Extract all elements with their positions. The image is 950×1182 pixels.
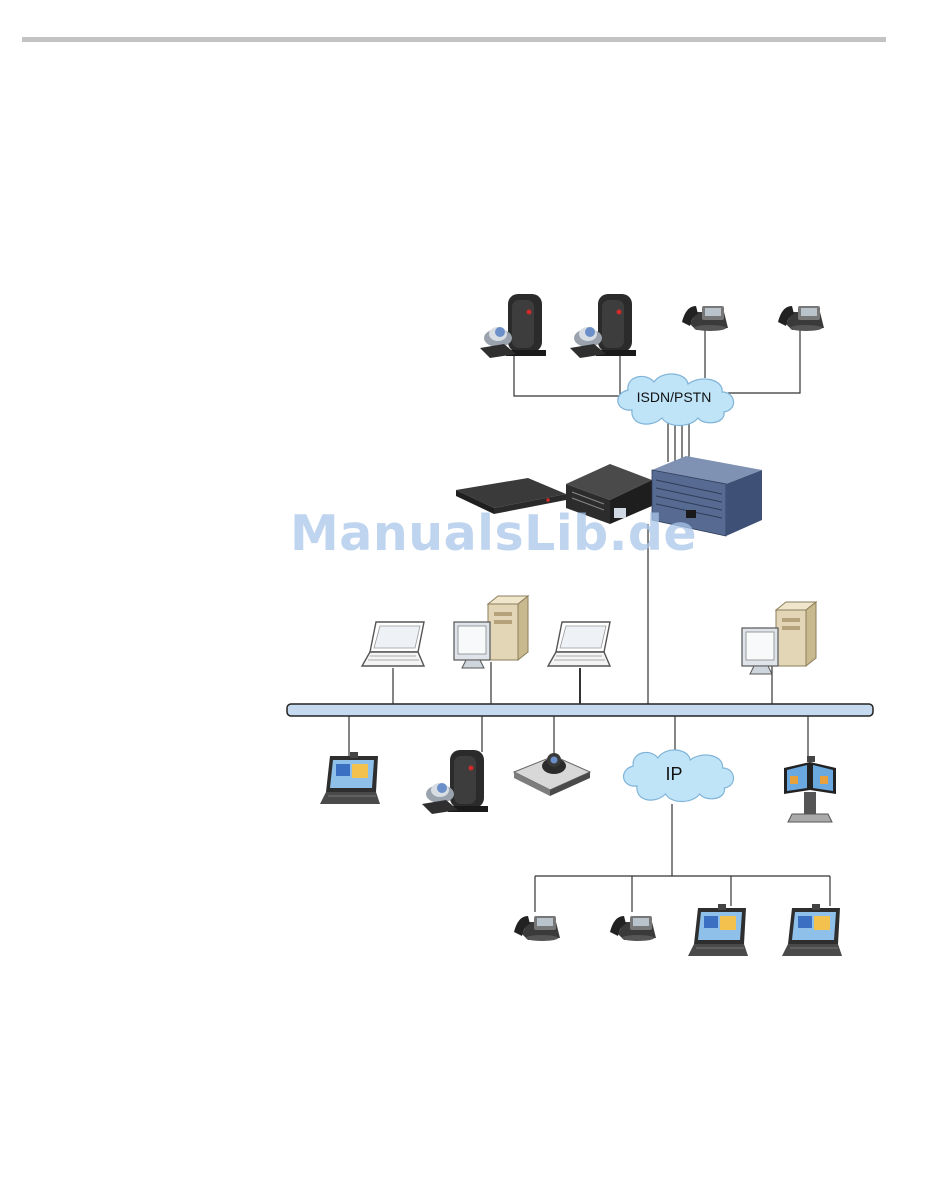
desktop-workstation-icon — [454, 596, 528, 668]
desk-phone-icon — [778, 306, 824, 331]
pstn-cloud-label: ISDN/PSTN — [637, 389, 712, 405]
video-laptop-icon — [782, 904, 842, 956]
telepresence-system-icon — [784, 756, 836, 822]
room-video-system-icon — [570, 294, 636, 358]
room-video-system-icon — [422, 750, 488, 814]
lan-upper-links — [393, 662, 772, 704]
desk-phone-icon — [682, 306, 728, 331]
laptop-icon — [548, 622, 610, 666]
mcu-rack-icon — [456, 456, 762, 536]
room-video-system-icon — [480, 294, 546, 358]
ip-cloud-label: IP — [665, 764, 682, 784]
laptop-icon — [362, 622, 424, 666]
desk-phone-icon — [610, 916, 656, 941]
lan-lower-links — [349, 716, 808, 760]
desk-phone-icon — [514, 916, 560, 941]
ip-branch-links — [535, 804, 830, 912]
lan-bus — [287, 704, 873, 716]
video-laptop-icon — [688, 904, 748, 956]
video-laptop-icon — [320, 752, 380, 804]
desktop-server-icon — [742, 602, 816, 674]
ip-cloud: IP — [624, 750, 734, 802]
codec-camera-icon — [514, 753, 590, 796]
pstn-cloud: ISDN/PSTN — [618, 374, 734, 426]
